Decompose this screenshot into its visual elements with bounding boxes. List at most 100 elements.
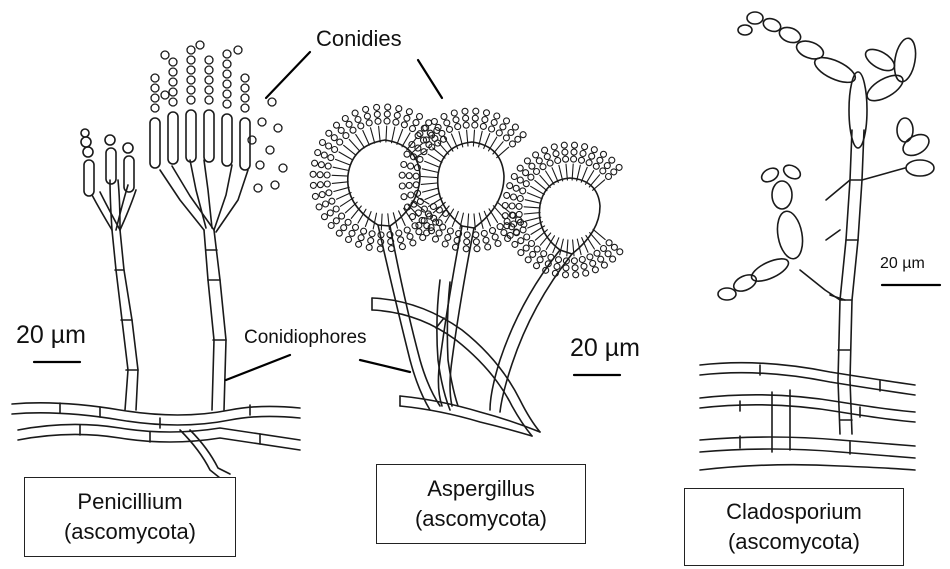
conidium <box>529 163 535 169</box>
phialide <box>425 193 440 199</box>
conidium <box>353 224 359 230</box>
conidium <box>485 244 491 250</box>
label-conidiophores: Conidiophores <box>244 328 367 347</box>
phialide <box>421 183 437 184</box>
conidium <box>597 157 603 163</box>
aspergillus-drawing <box>310 104 623 436</box>
conidium <box>594 250 600 256</box>
phialide <box>525 217 541 221</box>
conidium <box>321 152 327 158</box>
conidium <box>556 257 562 263</box>
conidium <box>571 258 577 264</box>
conidium <box>328 223 334 229</box>
conidium <box>319 192 325 198</box>
conidium <box>463 122 469 128</box>
phialide <box>531 186 545 194</box>
conidium <box>341 225 347 231</box>
conidium <box>342 116 348 122</box>
conidium <box>563 265 569 271</box>
phialide <box>373 213 376 229</box>
caption-penicillium: Penicillium (ascomycota) <box>24 477 236 557</box>
conidium <box>492 234 498 240</box>
conidium <box>401 122 407 128</box>
phialide <box>528 222 543 228</box>
conidium <box>525 257 531 263</box>
phialide <box>473 130 474 146</box>
phialide <box>422 169 438 173</box>
phialide <box>339 152 353 160</box>
conidium <box>542 147 548 153</box>
conidium <box>444 120 450 126</box>
conidium <box>417 156 423 162</box>
conidium <box>401 162 407 168</box>
phialide <box>397 130 403 145</box>
conidium <box>399 244 405 250</box>
conidium <box>601 151 607 157</box>
conidium <box>582 144 588 150</box>
caption-cladosporium-phylum: (ascomycota) <box>728 527 860 557</box>
conidium <box>384 118 390 124</box>
conidium <box>318 162 324 168</box>
conidium <box>356 241 362 247</box>
conidium <box>332 147 338 153</box>
caption-aspergillus-phylum: (ascomycota) <box>415 504 547 534</box>
conidium <box>416 229 422 235</box>
conidium <box>587 254 593 260</box>
conidium <box>442 241 448 247</box>
conidium <box>337 139 343 145</box>
scale-label-aspergillus: 20 µm <box>570 336 640 361</box>
conidium <box>324 172 330 178</box>
conidium <box>316 204 322 210</box>
phialide <box>433 148 445 158</box>
conidium <box>406 182 412 188</box>
phialide <box>363 131 370 146</box>
conidium <box>593 163 599 169</box>
conidium <box>534 169 540 175</box>
conidium <box>404 151 410 157</box>
conidium <box>504 192 510 198</box>
conidium <box>504 118 510 124</box>
conidium <box>534 263 540 269</box>
phialide <box>388 214 390 230</box>
conidium <box>385 104 391 110</box>
penicillium-conidiophore-right <box>150 110 250 410</box>
label-conidies: Conidies <box>316 28 402 50</box>
conidium <box>329 198 335 204</box>
conidium <box>516 203 522 209</box>
conidium <box>393 119 399 125</box>
conidium <box>616 164 622 170</box>
conidium <box>518 238 524 244</box>
phialide <box>349 139 360 151</box>
conidium <box>406 109 412 115</box>
conidium <box>346 121 352 127</box>
scale-label-penicillium: 20 µm <box>16 323 86 348</box>
conidium <box>591 147 597 153</box>
phialide <box>586 235 595 249</box>
phialide <box>340 198 353 207</box>
conidium <box>410 126 416 132</box>
penicillium-mycelium <box>12 403 300 478</box>
conidium <box>350 127 356 133</box>
conidium <box>433 236 439 242</box>
conidium <box>463 115 469 121</box>
conidium <box>312 160 318 166</box>
conidium <box>455 124 461 130</box>
conidium <box>547 160 553 166</box>
conidium <box>338 127 344 133</box>
conidium <box>513 185 519 191</box>
conidium <box>396 230 402 236</box>
conidium <box>509 203 515 209</box>
conidium <box>480 123 486 129</box>
conidium <box>555 158 561 164</box>
phialide <box>445 138 454 152</box>
conidium <box>586 160 592 166</box>
conidium <box>326 143 332 149</box>
conidium <box>401 194 407 200</box>
phialide <box>333 167 349 170</box>
conidium <box>553 151 559 157</box>
conidium <box>312 193 318 199</box>
caption-aspergillus: Aspergillus (ascomycota) <box>376 464 586 544</box>
conidium <box>473 232 479 238</box>
conidium <box>430 204 436 210</box>
conidium <box>377 246 383 252</box>
